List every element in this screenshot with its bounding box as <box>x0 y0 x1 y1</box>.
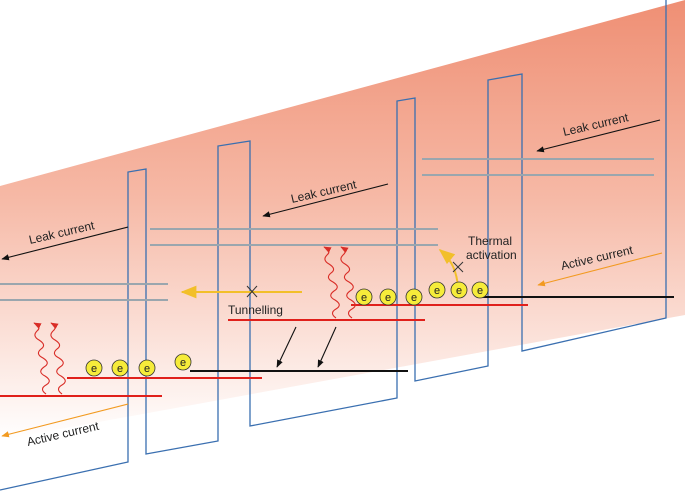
electron-label: e <box>361 292 367 304</box>
tunnelling-label: Tunnelling <box>228 303 283 317</box>
thermal-activation-label-line2: activation <box>466 248 517 262</box>
electron-label: e <box>144 363 150 375</box>
thermal-blocked-cross-icon <box>452 261 464 273</box>
electron-circle-icon: e <box>450 281 468 299</box>
electron-circle-icon: e <box>174 353 192 371</box>
injector-levels <box>190 296 674 372</box>
relaxation-arrow-2 <box>317 326 337 368</box>
electron-label: e <box>477 285 483 297</box>
wavy-arrow-icon <box>33 322 66 395</box>
electron-label: e <box>434 285 440 297</box>
electron-label: e <box>91 363 97 375</box>
thermal-activation-label-line1: Thermal <box>468 234 512 248</box>
electron-circle-icon: e <box>405 288 423 306</box>
electron-label: e <box>117 363 123 375</box>
electron-circle-icon: e <box>138 359 156 377</box>
electron-circle-icon: e <box>111 359 129 377</box>
electron-group-upper: e e e e e e <box>355 281 489 306</box>
electron-group-lower: e e e e <box>85 353 192 377</box>
leak-current-arrow-mid <box>262 183 389 218</box>
active-current-arrow-left <box>1 403 129 438</box>
relaxation-arrow-1 <box>276 326 297 368</box>
electron-label: e <box>411 292 417 304</box>
energy-gradient-field <box>0 0 685 440</box>
electron-circle-icon: e <box>355 288 373 306</box>
electron-label: e <box>180 357 186 369</box>
electron-circle-icon: e <box>428 281 446 299</box>
leak-current-arrow-top <box>536 119 661 153</box>
electron-circle-icon: e <box>471 281 489 299</box>
gray-subband-levels <box>0 158 654 301</box>
electron-circle-icon: e <box>379 288 397 306</box>
electron-circle-icon: e <box>85 359 103 377</box>
red-subband-levels <box>0 304 528 397</box>
leak-current-arrow-left <box>1 226 129 261</box>
tunnelling-blocked-cross-icon <box>246 285 258 298</box>
electron-label: e <box>385 292 391 304</box>
wavy-arrow-icon <box>323 246 356 319</box>
active-current-arrow-right <box>537 252 663 287</box>
electron-label: e <box>456 285 462 297</box>
conduction-band-profile <box>0 0 667 491</box>
